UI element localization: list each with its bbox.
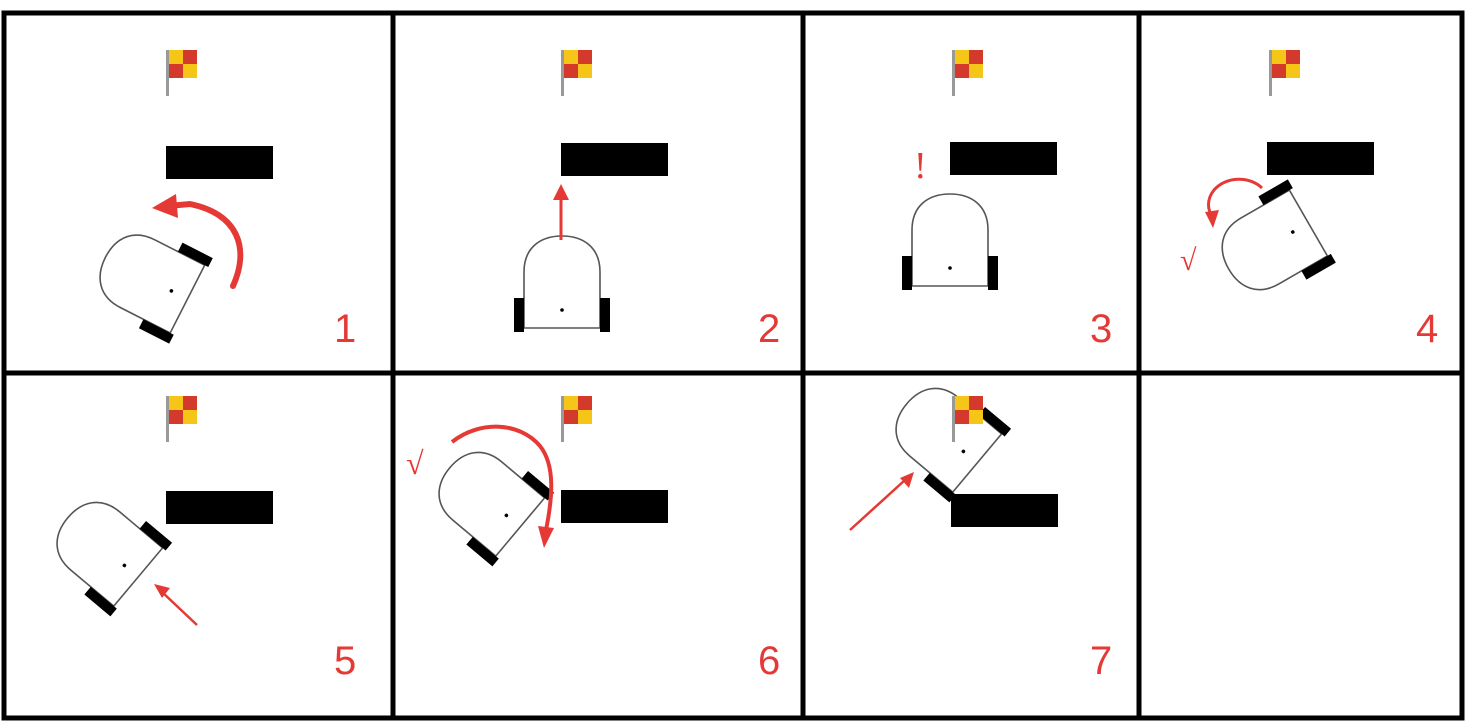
panel-4: √ 4 — [1180, 50, 1438, 351]
robot-icon — [513, 235, 611, 333]
flag-icon — [166, 396, 197, 442]
forward-arrowhead — [900, 472, 914, 488]
check-mark: √ — [406, 445, 424, 481]
robot-icon — [82, 213, 214, 345]
obstacle — [561, 143, 668, 176]
forward-arrowhead — [553, 184, 569, 200]
robot-icon — [901, 193, 999, 291]
forward-arrow — [849, 479, 906, 531]
obstacle — [950, 142, 1057, 175]
obstacle — [951, 494, 1058, 527]
panel-grid — [1, 10, 1465, 721]
flag-icon — [561, 396, 592, 442]
flag-icon — [561, 50, 592, 96]
flag-icon — [1269, 50, 1300, 96]
step-number: 7 — [1090, 639, 1112, 683]
turn-arrowhead — [152, 194, 178, 218]
obstacle — [166, 491, 273, 524]
turn-arrow — [1207, 177, 1264, 217]
flag-icon — [166, 50, 197, 96]
robot-icon — [1203, 178, 1337, 312]
panel-1: 1 — [82, 50, 356, 351]
step-number: 2 — [758, 307, 780, 351]
turn-arrowhead — [538, 526, 554, 548]
flag-icon — [952, 50, 983, 96]
panel-5: 5 — [36, 396, 356, 683]
step-number: 3 — [1090, 307, 1112, 351]
robot-icon — [875, 366, 1012, 504]
panel-3: ! 3 — [901, 50, 1112, 351]
step-number: 1 — [334, 307, 356, 351]
robot-icon — [418, 430, 555, 568]
step-number: 4 — [1416, 307, 1438, 351]
panel-6: √ 6 — [406, 396, 780, 683]
backward-arrow — [161, 591, 198, 626]
obstacle — [1267, 142, 1374, 175]
step-number: 6 — [758, 639, 780, 683]
alert-mark: ! — [914, 145, 927, 187]
robot-icon — [36, 480, 173, 618]
turn-arrowhead — [1205, 210, 1219, 228]
obstacle — [561, 490, 668, 523]
turn-arrow — [165, 200, 244, 289]
grid-outline — [1, 10, 1465, 721]
backward-arrowhead — [154, 584, 170, 598]
obstacle — [166, 146, 273, 179]
panel-2: 2 — [513, 50, 780, 351]
panel-7: 7 — [849, 366, 1112, 683]
turn-arrow — [450, 424, 554, 531]
check-mark: √ — [1180, 244, 1197, 277]
step-number: 5 — [334, 639, 356, 683]
